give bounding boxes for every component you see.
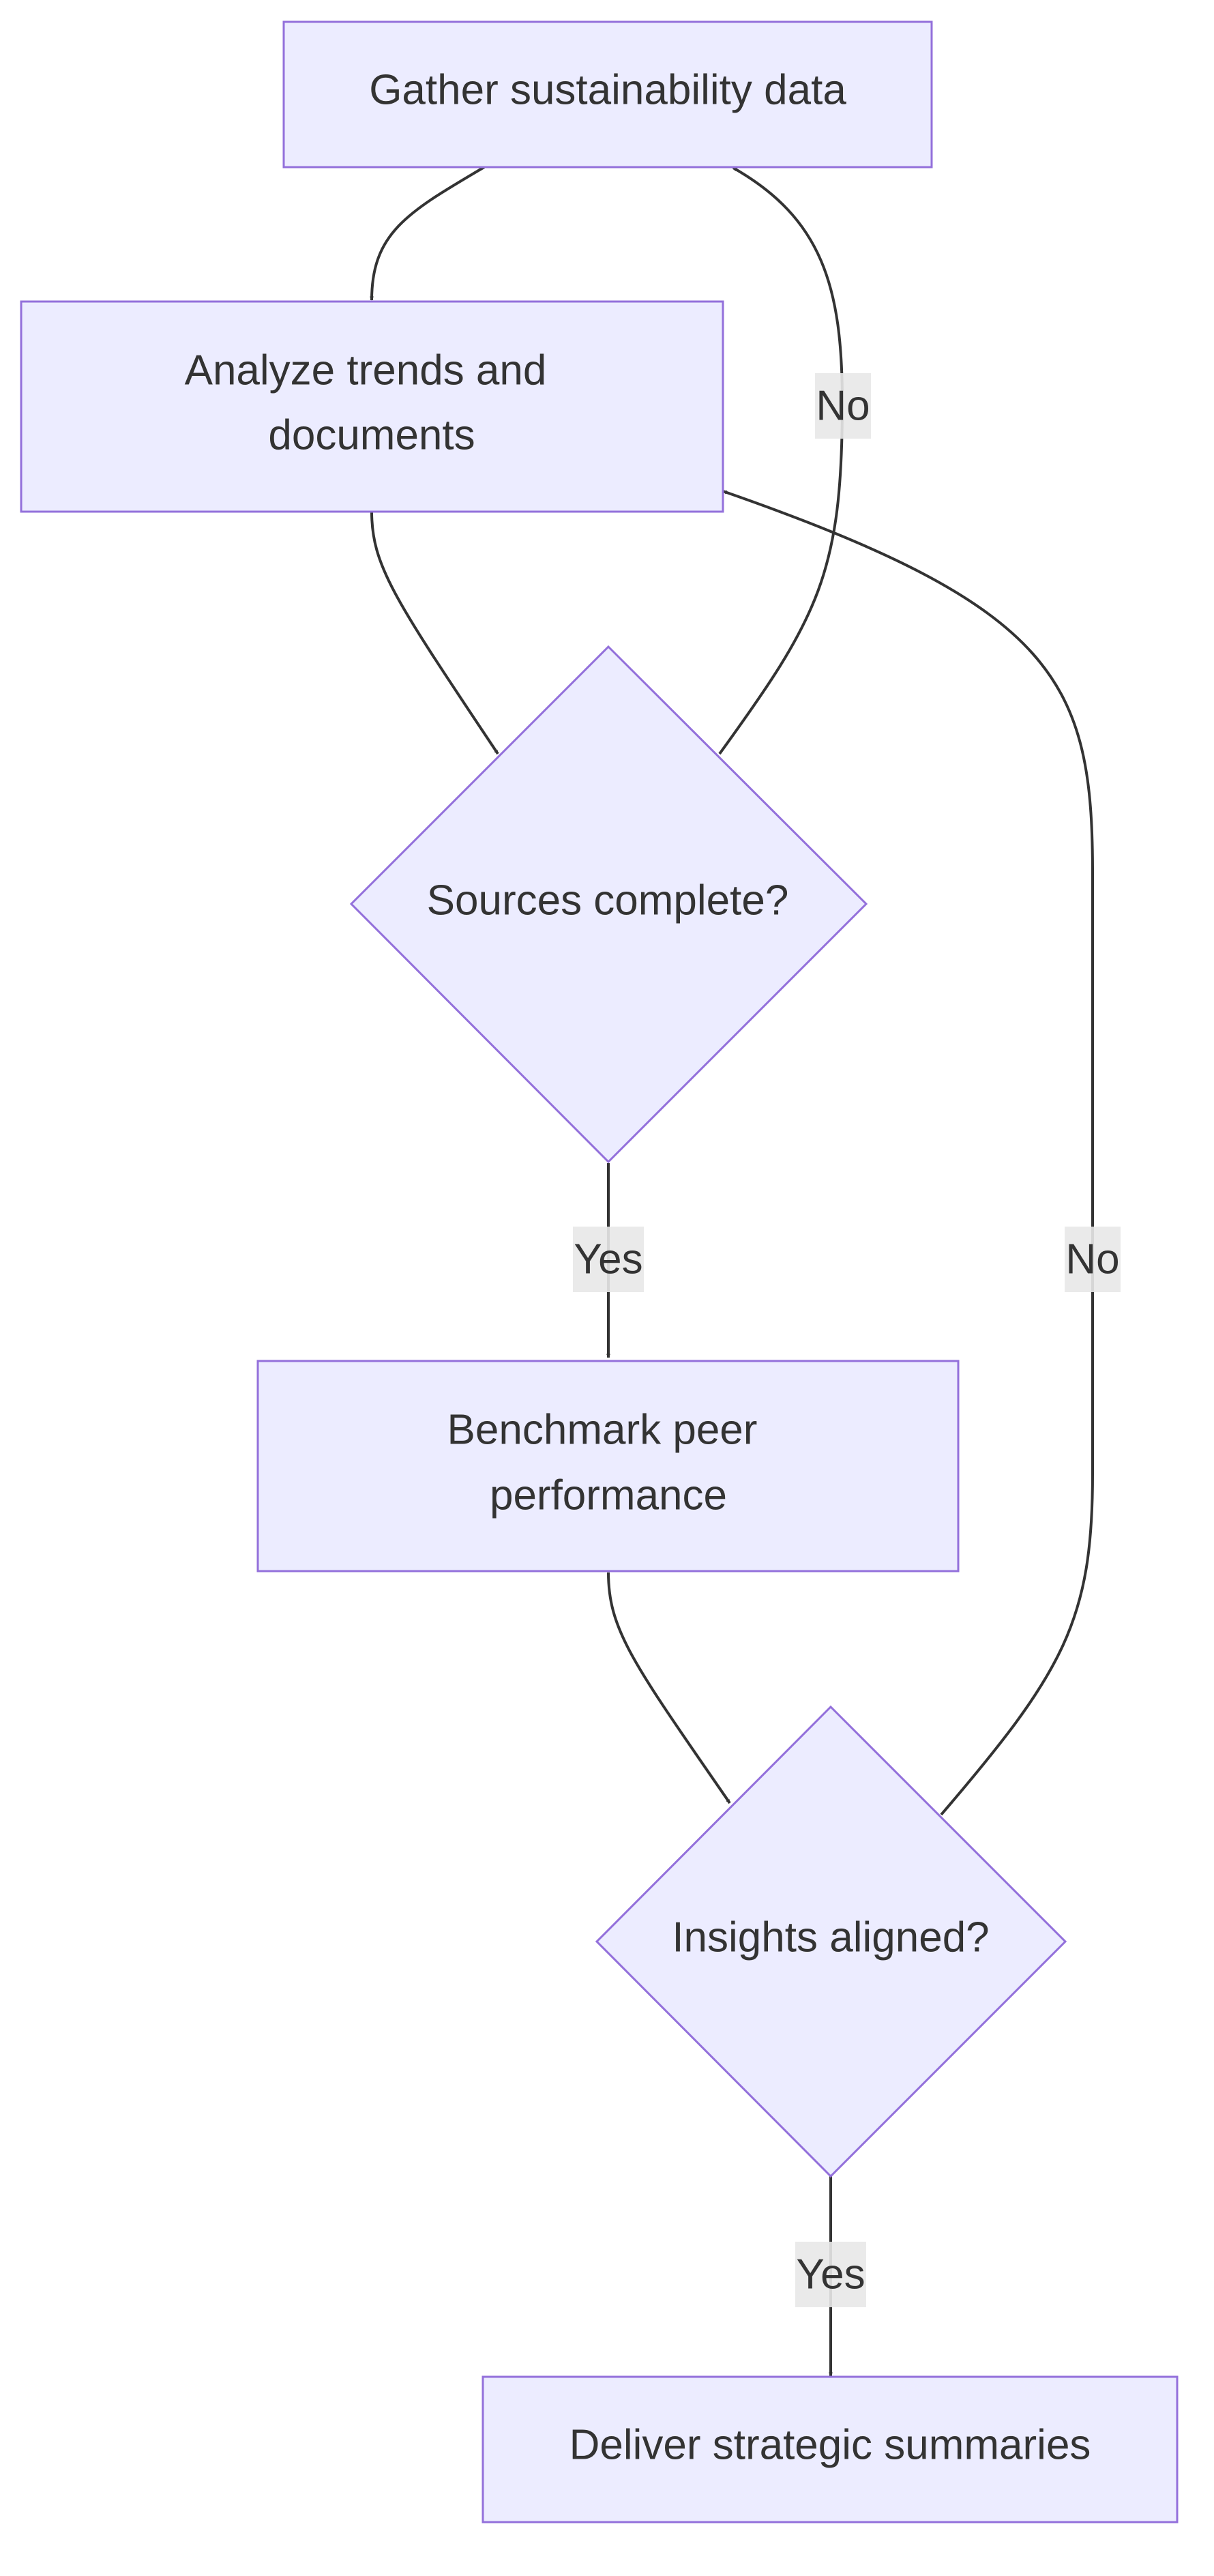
node-benchmark[interactable]: Benchmark peer performance bbox=[256, 1360, 960, 1572]
node-analyze[interactable]: Analyze trends and documents bbox=[20, 300, 724, 513]
edge-label-sources-to-benchmark-yes: Yes bbox=[573, 1227, 644, 1292]
node-label: Deliver strategic summaries bbox=[569, 2422, 1091, 2469]
node-label-line-1: Benchmark peer bbox=[447, 1407, 758, 1454]
edge-analyze-to-sources bbox=[370, 511, 499, 755]
node-deliver[interactable]: Deliver strategic summaries bbox=[482, 2375, 1179, 2523]
node-insights-decision[interactable]: Insights aligned? bbox=[595, 1705, 1067, 2178]
edge-label-insights-to-deliver-yes: Yes bbox=[795, 2242, 866, 2307]
nodes-layer: Gather sustainability data Analyze trend… bbox=[20, 20, 1179, 2523]
edge-label-text: No bbox=[816, 383, 870, 430]
edge-gather-to-analyze bbox=[370, 166, 486, 301]
edge-sources-to-gather-no bbox=[718, 166, 844, 755]
decision-label: Insights aligned? bbox=[672, 1914, 989, 1961]
node-label-line-2: performance bbox=[490, 1472, 727, 1519]
node-sources-decision[interactable]: Sources complete? bbox=[349, 645, 868, 1164]
edge-label-sources-to-gather-no: No bbox=[815, 373, 871, 439]
edge-insights-to-analyze-no bbox=[722, 490, 1094, 1816]
edge-benchmark-to-insights bbox=[607, 1572, 731, 1804]
node-gather[interactable]: Gather sustainability data bbox=[282, 20, 933, 169]
node-label-line-1: Analyze trends and bbox=[185, 347, 547, 394]
edge-label-text: Yes bbox=[574, 1236, 642, 1283]
edge-labels-layer: No Yes No Yes bbox=[573, 373, 1121, 2307]
edge-label-insights-to-analyze-no: No bbox=[1065, 1227, 1121, 1292]
node-label: Gather sustainability data bbox=[369, 67, 846, 114]
node-label-line-2: documents bbox=[268, 412, 475, 459]
edge-label-text: Yes bbox=[796, 2251, 865, 2298]
decision-label: Sources complete? bbox=[427, 877, 789, 924]
edge-label-text: No bbox=[1065, 1236, 1119, 1283]
